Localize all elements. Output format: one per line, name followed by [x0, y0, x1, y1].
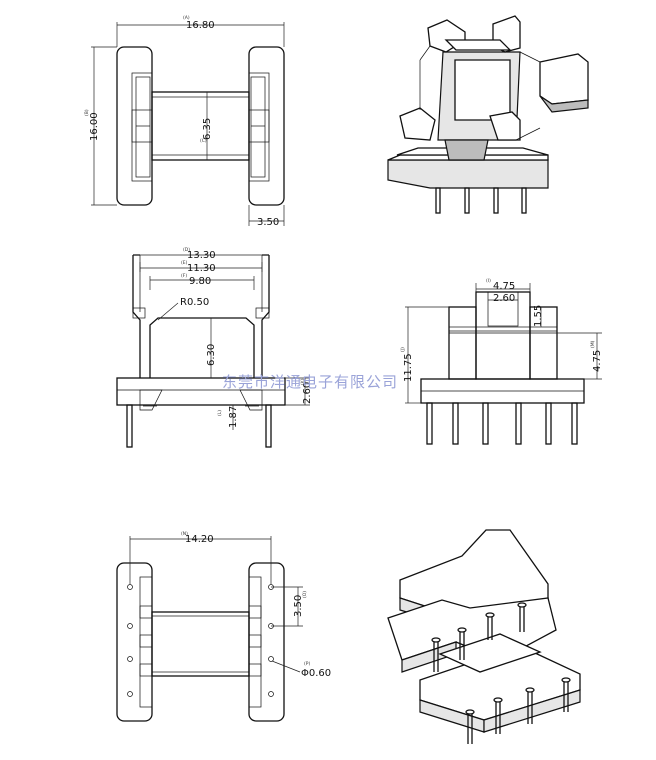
dim-side-slot: 2.60: [493, 293, 515, 304]
tag-k: (K): [300, 378, 306, 385]
side-view: [405, 283, 602, 445]
tag-j: (J): [400, 347, 406, 352]
dim-side-right-height: 4.75: [592, 350, 603, 372]
dim-front-w1: 13.30: [187, 250, 216, 261]
tag-l: (L): [217, 410, 223, 416]
dim-bottom-pin-dia: Φ0.60: [301, 668, 331, 679]
dim-top-center: 6.35: [202, 118, 213, 140]
dim-front-radius: R0.50: [180, 297, 209, 308]
tag-i: (I): [486, 278, 491, 284]
dim-bottom-pin-pitch: 3.50: [293, 595, 304, 617]
bottom-view: [116, 536, 303, 722]
dim-front-base-height: 2.60: [302, 382, 313, 404]
dim-front-pin-height: 1.87: [228, 406, 239, 428]
iso-view-bottom: [387, 529, 581, 744]
dim-top-height: 16.00: [89, 112, 100, 141]
tag-a: (A): [183, 15, 190, 21]
iso-view-top: [387, 15, 589, 214]
tag-e: (E): [181, 260, 188, 266]
dim-side-top: 4.75: [493, 281, 515, 292]
tag-p: (P): [304, 661, 310, 667]
top-view: [91, 22, 285, 226]
dim-top-flange: 3.50: [257, 217, 279, 228]
tag-b: (B): [84, 109, 90, 116]
dim-side-total-height: 11.75: [403, 353, 414, 382]
tag-f: (F): [181, 273, 187, 279]
tag-d: (D): [183, 247, 190, 253]
tag-c: (C): [200, 138, 207, 144]
tag-m: (M): [590, 340, 596, 348]
tag-n: (N): [181, 531, 188, 537]
tag-o: (O): [302, 591, 308, 598]
dim-top-width: 16.80: [186, 20, 215, 31]
dim-front-inner-height: 6.30: [206, 344, 217, 366]
dim-side-rib: 1.55: [533, 305, 544, 327]
watermark-company: 东莞市洋通电子有限公司: [222, 373, 398, 391]
dim-bottom-pin-span: 14.20: [185, 534, 214, 545]
front-view: [116, 254, 310, 448]
dim-front-w2: 11.30: [187, 263, 216, 274]
dim-front-w3: 9.80: [189, 276, 211, 287]
